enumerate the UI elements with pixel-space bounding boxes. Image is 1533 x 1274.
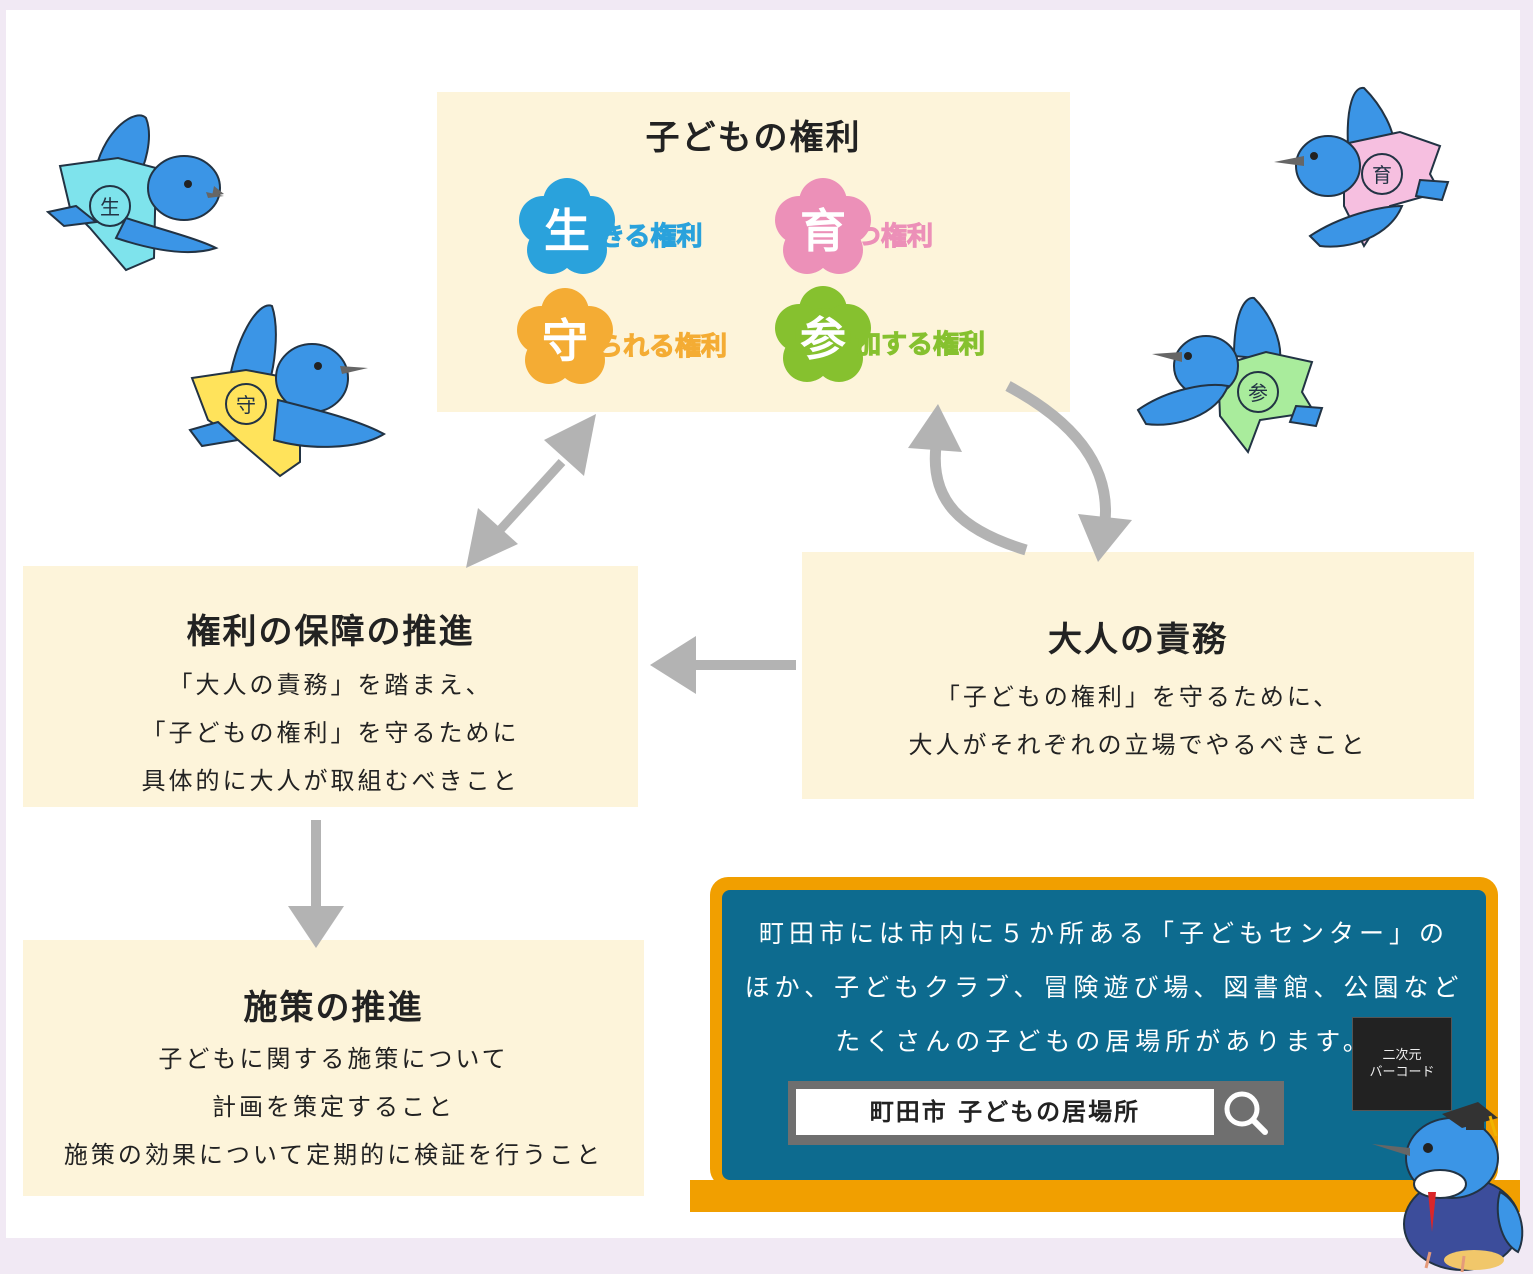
right-big-char: 育: [800, 204, 846, 258]
double-arrow-head-down: [466, 508, 518, 568]
right-to-grow-badge: 育 つ権利: [775, 178, 934, 288]
left-arrow-head: [650, 636, 696, 694]
right-big-char: 参: [800, 312, 846, 366]
search-icon: [1224, 1091, 1268, 1135]
bird-label: 参: [1248, 381, 1268, 405]
adult-duty-line: 大人がそれぞれの立場でやるべきこと: [908, 731, 1368, 759]
bird-label: 育: [1372, 163, 1392, 187]
qr-code-label: 二次元: [1382, 1048, 1422, 1063]
flower-icon: [517, 288, 613, 384]
blackboard-ledge: [690, 1180, 1520, 1212]
children-rights-box: 子どもの権利 生 きる権利 育 つ権利 守 られる権利: [437, 92, 1070, 412]
search-bar: 町田市 子どもの居場所: [788, 1081, 1284, 1145]
rights-promotion-box: 権利の保障の推進 「大人の責務」を踏まえ、 「子どもの権利」を守るために 具体的…: [23, 566, 638, 807]
bird-label: 守: [236, 393, 256, 417]
bird-grow-illustration: 育: [1274, 86, 1450, 249]
curve-arrow-left: [929, 445, 1028, 556]
right-label: 加する権利: [854, 330, 986, 361]
right-big-char: 生: [544, 204, 590, 258]
curve-arrow-right-head: [1078, 514, 1132, 562]
adult-duty-title: 大人の責務: [1048, 620, 1228, 660]
bird-live-illustration: 生: [46, 114, 224, 272]
right-to-live-badge: 生 きる権利: [519, 178, 703, 288]
right-big-char: 守: [542, 314, 588, 368]
bird-participate-illustration: 参: [1136, 296, 1324, 455]
left-arrow-line: [690, 660, 796, 670]
flower-icon: [775, 286, 871, 382]
adult-duty-box: 大人の責務 「子どもの権利」を守るために、 大人がそれぞれの立場でやるべきこと: [802, 552, 1474, 799]
qr-code-placeholder: 二次元 バーコード: [1352, 1017, 1452, 1111]
double-arrow-head-up: [544, 414, 596, 476]
right-label: きる権利: [598, 222, 703, 253]
rights-promotion-title: 権利の保障の推進: [186, 612, 475, 652]
flower-icon: [775, 178, 871, 274]
down-arrow-line: [311, 820, 321, 910]
policy-promotion-box: 施策の推進 子どもに関する施策について 計画を策定すること 施策の効果について定…: [23, 940, 644, 1196]
right-label: つ権利: [854, 222, 934, 253]
flower-icon: [519, 178, 615, 274]
policy-promotion-line: 子どもに関する施策について: [158, 1045, 509, 1073]
double-arrow-line: [496, 458, 566, 534]
blackboard-line: たくさんの子どもの居場所があります。: [835, 1027, 1373, 1056]
bird-label: 生: [100, 195, 120, 219]
professor-bird-illustration: [1372, 1102, 1524, 1273]
right-to-be-protected-badge: 守 られる権利: [517, 288, 728, 398]
curve-arrow-left-head: [908, 404, 962, 452]
rights-promotion-line: 具体的に大人が取組むべきこと: [141, 767, 520, 795]
children-rights-title: 子どもの権利: [645, 118, 862, 158]
right-to-participate-badge: 参 加する権利: [775, 286, 986, 396]
curve-arrow-right: [1005, 381, 1112, 531]
blackboard-line: ほか、子どもクラブ、冒険遊び場、図書館、公園など: [744, 973, 1464, 1002]
qr-code-label: バーコード: [1369, 1065, 1435, 1080]
adult-duty-line: 「子どもの権利」を守るために、: [935, 683, 1341, 711]
search-keyword-field: 町田市 子どもの居場所: [796, 1089, 1214, 1135]
policy-promotion-line: 計画を策定すること: [212, 1093, 455, 1121]
policy-promotion-line: 施策の効果について定期的に検証を行うこと: [63, 1141, 604, 1169]
right-label: られる権利: [596, 332, 728, 363]
down-arrow-head: [288, 906, 344, 948]
policy-promotion-title: 施策の推進: [243, 988, 424, 1028]
rights-promotion-line: 「子どもの権利」を守るために: [141, 719, 520, 747]
blackboard-line: 町田市には市内に５か所ある「子どもセンター」の: [758, 919, 1449, 948]
rights-promotion-line: 「大人の責務」を踏まえ、: [168, 671, 493, 699]
bird-protected-illustration: 守: [188, 304, 387, 478]
